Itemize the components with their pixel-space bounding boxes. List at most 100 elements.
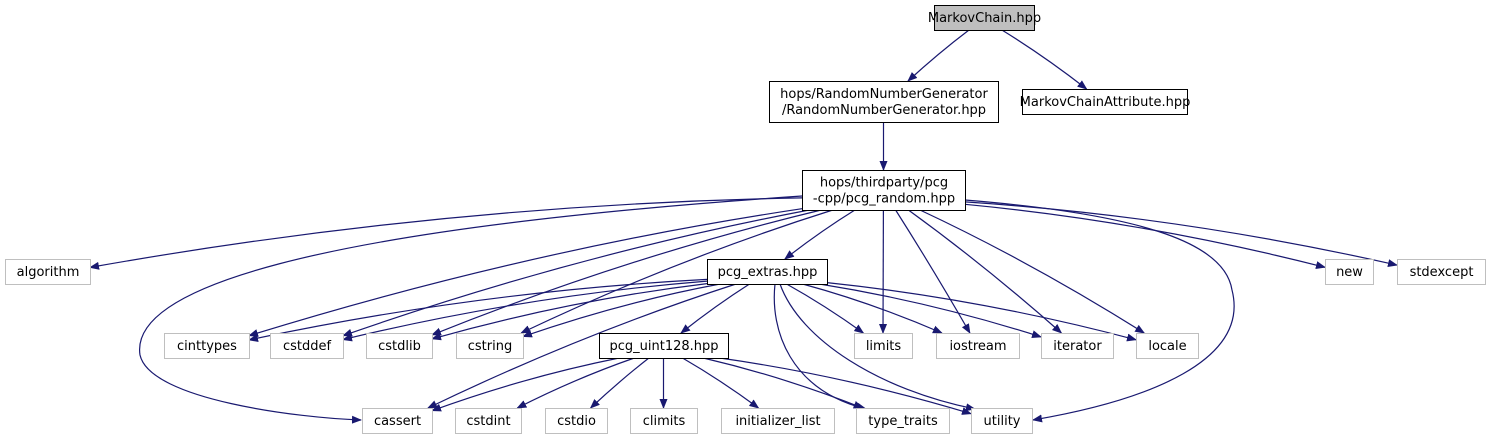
node-cinttypes: cinttypes — [164, 333, 250, 359]
edge-pcguint128-to-initlist — [682, 357, 760, 409]
edge-pcgextras-to-locale — [826, 282, 1137, 342]
node-new: new — [1325, 259, 1374, 285]
node-typetraits: type_traits — [856, 408, 950, 434]
node-box — [630, 408, 698, 434]
edge-markovchain-to-mca — [1001, 29, 1088, 90]
node-box — [545, 408, 608, 434]
node-label: cstring — [468, 339, 512, 354]
node-cstddef: cstddef — [270, 333, 344, 359]
edge-pcgextras-to-cstddef — [342, 280, 708, 342]
node-label: iterator — [1053, 339, 1102, 354]
node-box — [769, 81, 999, 123]
node-label: -cpp/pcg_random.hpp — [813, 192, 955, 207]
node-box — [721, 408, 835, 434]
node-label: cinttypes — [177, 339, 237, 354]
node-label: stdexcept — [1410, 265, 1474, 280]
node-limits: limits — [854, 333, 913, 359]
node-cstring: cstring — [456, 333, 524, 359]
node-label: MarkovChainAttribute.hpp — [1020, 95, 1191, 110]
node-box — [1325, 259, 1374, 285]
node-box — [1136, 333, 1199, 359]
edge-pcgextras-to-typetraits — [773, 283, 867, 411]
node-locale: locale — [1136, 333, 1199, 359]
node-box — [456, 333, 524, 359]
edge-pcguint128-to-cstdint — [516, 357, 635, 409]
node-label: cstddef — [283, 339, 332, 354]
node-box — [455, 408, 522, 434]
edge-pcgrandom-to-algorithm — [89, 197, 803, 270]
node-label: pcg_uint128.hpp — [609, 339, 718, 354]
node-rng[interactable]: hops/RandomNumberGenerator/RandomNumberG… — [769, 81, 999, 123]
edge-pcgextras-to-cassert — [427, 283, 737, 409]
node-box — [164, 333, 250, 359]
node-pcgrandom[interactable]: hops/thirdparty/pcg-cpp/pcg_random.hpp — [802, 170, 966, 211]
edge-markovchain-to-rng — [907, 29, 970, 82]
node-iterator: iterator — [1041, 333, 1114, 359]
edge-pcgextras-to-cstdlib — [431, 283, 708, 341]
node-box — [934, 5, 1035, 31]
node-cstdint: cstdint — [455, 408, 522, 434]
node-label: /RandomNumberGenerator.hpp — [782, 103, 986, 118]
node-label: initializer_list — [735, 414, 820, 429]
node-markovchain[interactable]: MarkovChain.hpp — [928, 5, 1041, 31]
node-box — [854, 333, 913, 359]
node-label: algorithm — [17, 265, 80, 280]
node-label: hops/thirdparty/pcg — [820, 176, 948, 191]
edge-pcgextras-to-utility — [779, 283, 976, 412]
node-box — [362, 408, 433, 434]
node-label: new — [1336, 265, 1363, 280]
edge-pcgrandom-to-cassert — [139, 195, 803, 424]
edge-pcgextras-to-cstring — [522, 283, 721, 338]
edge-pcgrandom-to-pcgextras — [784, 209, 856, 260]
node-cstdio: cstdio — [545, 408, 608, 434]
node-box — [599, 333, 729, 359]
edge-pcguint128-to-typetraits — [703, 357, 864, 409]
node-label: MarkovChain.hpp — [928, 11, 1041, 26]
node-cassert: cassert — [362, 408, 433, 434]
node-box — [1022, 89, 1188, 115]
edge-pcgrandom-to-cinttypes — [248, 208, 803, 337]
edge-pcgrandom-to-cstddef — [342, 209, 810, 337]
node-label: iostream — [949, 339, 1006, 354]
node-iostream: iostream — [936, 333, 1020, 359]
node-box — [270, 333, 344, 359]
node-box — [971, 408, 1033, 434]
edge-pcgextras-to-cinttypes — [248, 278, 708, 342]
node-box — [1397, 259, 1486, 285]
edge-pcgrandom-to-cstring — [520, 209, 833, 334]
edge-pcgrandom-to-new — [964, 203, 1326, 269]
node-initlist: initializer_list — [721, 408, 835, 434]
node-cstdlib: cstdlib — [366, 333, 433, 359]
edge-pcgrandom-to-iterator — [908, 209, 1063, 334]
node-pcguint128[interactable]: pcg_uint128.hpp — [599, 333, 729, 359]
node-label: cstdint — [466, 414, 510, 429]
edge-pcgrandom-to-utility — [964, 199, 1235, 423]
node-utility: utility — [971, 408, 1033, 434]
node-label: limits — [866, 339, 902, 354]
node-label: cassert — [374, 414, 421, 429]
edge-layer — [89, 29, 1398, 424]
node-box — [366, 333, 433, 359]
node-label: cstdlib — [378, 339, 421, 354]
node-box — [856, 408, 950, 434]
node-pcgextras[interactable]: pcg_extras.hpp — [707, 259, 828, 285]
node-climits: climits — [630, 408, 698, 434]
node-layer: MarkovChain.hpp hops/RandomNumberGenerato… — [5, 5, 1486, 434]
node-box — [802, 170, 966, 211]
node-label: type_traits — [868, 414, 938, 429]
node-label: pcg_extras.hpp — [718, 265, 818, 280]
edge-pcgrandom-to-iostream — [895, 209, 971, 334]
node-box — [707, 259, 828, 285]
node-label: climits — [643, 414, 686, 429]
node-mca[interactable]: MarkovChainAttribute.hpp — [1020, 89, 1191, 115]
edge-pcgextras-to-pcguint128 — [680, 283, 750, 334]
edge-pcguint128-to-cassert — [431, 357, 620, 412]
node-label: hops/RandomNumberGenerator — [780, 87, 988, 102]
node-label: cstdio — [557, 414, 596, 429]
node-box — [5, 259, 91, 285]
edge-pcgrandom-to-cstdlib — [431, 209, 822, 336]
node-label: locale — [1148, 339, 1186, 354]
node-box — [936, 333, 1020, 359]
edge-pcgextras-to-iostream — [802, 283, 943, 334]
